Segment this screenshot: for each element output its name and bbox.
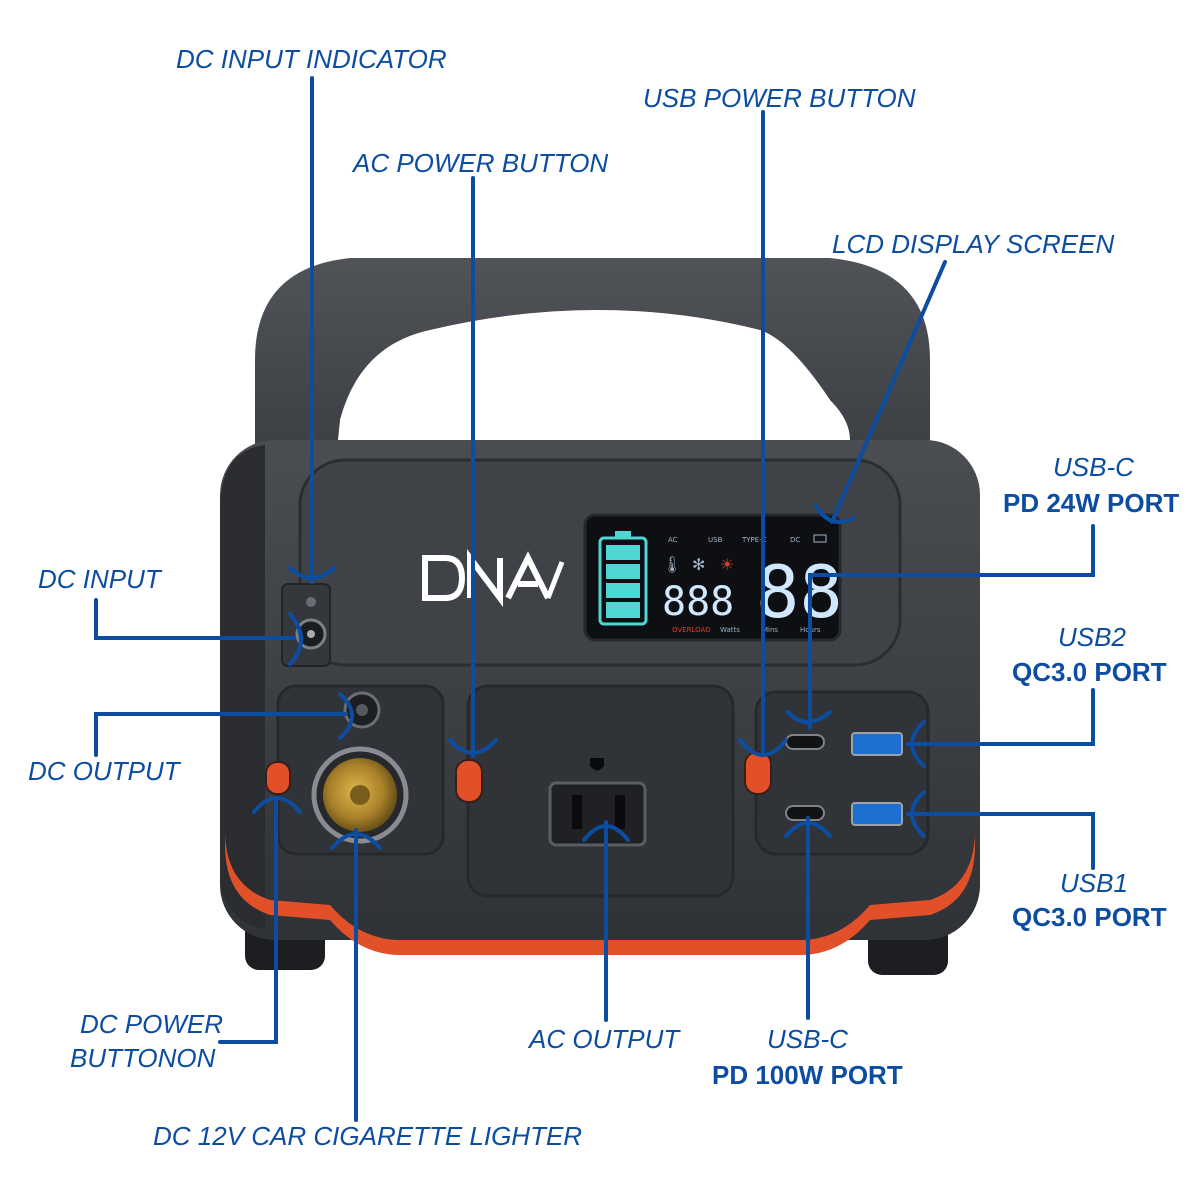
lcd-label-typec: TYPE-C — [741, 536, 767, 544]
label-usb1-line2: QC3.0 PORT — [1012, 902, 1167, 932]
label-ac-output: AC OUTPUT — [529, 1024, 680, 1054]
lcd-display: AC USB TYPE-C DC 🌡 ✻ ☀ 888 88 OVERLOAD W… — [583, 513, 843, 642]
label-usbc-pd24-line1: USB-C — [1053, 452, 1134, 482]
label-dc-power-button-line2: BUTTONON — [70, 1043, 216, 1073]
lcd-label-ac: AC — [668, 536, 678, 544]
fan-icon: ✻ — [692, 557, 705, 574]
lcd-mins-label: Mins — [762, 626, 778, 634]
lcd-battery-mini-icon — [813, 534, 827, 543]
lcd-label-dc: DC — [790, 536, 800, 544]
label-dc-input: DC INPUT — [38, 564, 161, 594]
label-ac-power-button: AC POWER BUTTON — [353, 148, 609, 178]
usb-port-panel — [754, 690, 930, 856]
dc-input-indicator — [306, 597, 316, 607]
lcd-label-usb: USB — [708, 536, 723, 544]
usb1-qc-port — [851, 802, 903, 826]
label-usbc-pd100-line1: USB-C — [767, 1024, 848, 1054]
ac-power-button[interactable] — [455, 759, 483, 803]
label-dc-car-lighter: DC 12V CAR CIGARETTE LIGHTER — [153, 1121, 583, 1151]
dc-power-button[interactable] — [265, 761, 291, 795]
lcd-hours-digits: 88 — [756, 550, 843, 634]
lcd-watts-digits: 888 — [662, 579, 734, 625]
callout-lines — [94, 76, 1095, 1122]
label-usb2-line2: QC3.0 PORT — [1012, 657, 1167, 687]
label-lcd-display-screen: LCD DISPLAY SCREEN — [832, 229, 1115, 259]
heat-warning-icon: ☀ — [720, 557, 734, 574]
label-usbc-pd100-line2: PD 100W PORT — [712, 1060, 903, 1090]
usb2-qc-port — [851, 732, 903, 756]
brand-logo — [422, 549, 565, 607]
label-usb-power-button: USB POWER BUTTON — [643, 83, 916, 113]
label-usb2-line1: USB2 — [1058, 622, 1126, 652]
body-side-highlight — [220, 445, 265, 930]
usb-power-button[interactable] — [744, 751, 772, 795]
handle-inner-shadow — [340, 310, 830, 435]
thermometer-icon: 🌡 — [662, 556, 682, 574]
ac-outlet — [548, 781, 647, 847]
usbc-pd24-port — [785, 734, 825, 750]
label-dc-input-indicator: DC INPUT INDICATOR — [176, 44, 447, 74]
usbc-pd100-port — [785, 805, 825, 821]
label-usbc-pd24-line2: PD 24W PORT — [1003, 488, 1180, 518]
lcd-overload: OVERLOAD — [672, 626, 711, 634]
lcd-watts-label: Watts — [720, 626, 740, 634]
label-dc-output: DC OUTPUT — [28, 756, 180, 786]
label-usb1-line1: USB1 — [1060, 868, 1128, 898]
label-dc-power-button-line1: DC POWER — [80, 1009, 223, 1039]
